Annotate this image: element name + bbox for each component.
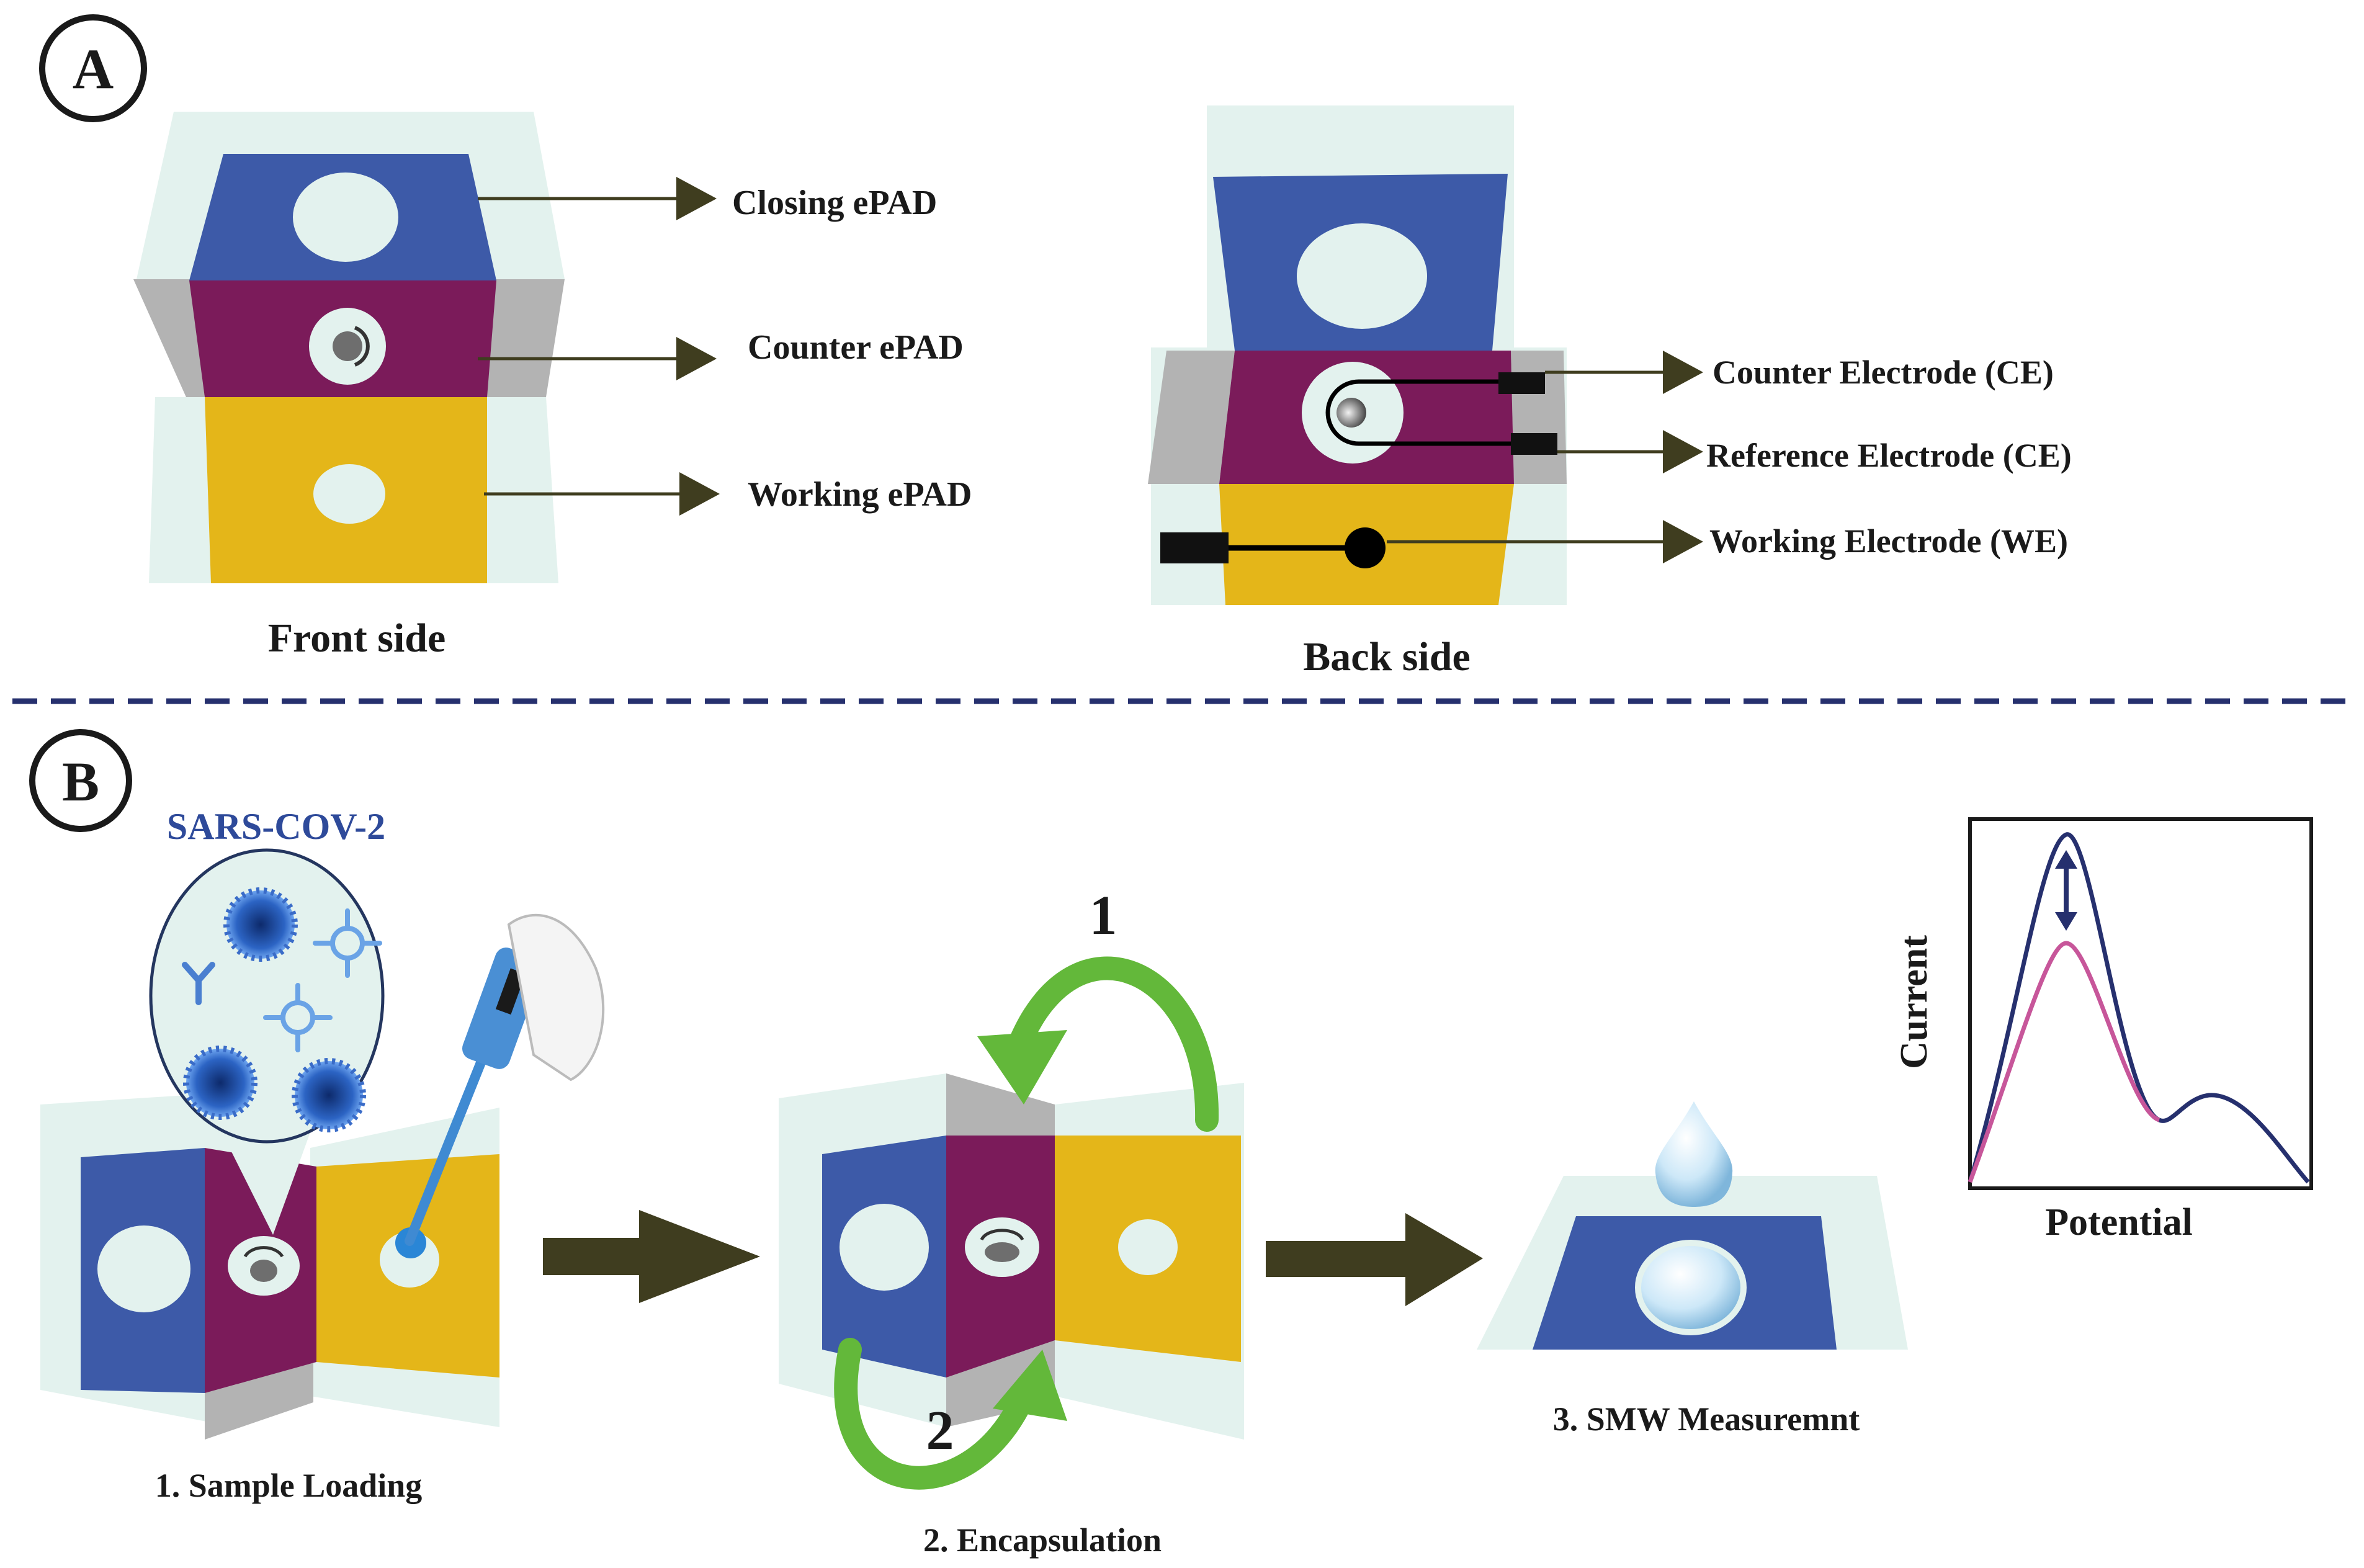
step2-caption: 2. Encapsulation (923, 1521, 1162, 1559)
step1-caption: 1. Sample Loading (155, 1467, 423, 1504)
counter-electrode-arc (354, 326, 370, 367)
counter-leader-arrow (676, 337, 717, 380)
sars-cov-2-label: SARS-COV-2 (167, 806, 385, 847)
back-blue-hole (1297, 223, 1427, 329)
working-electrode-label: Working Electrode (WE) (1709, 522, 2068, 560)
re-contact-pad (1511, 433, 1557, 455)
back-side-caption: Back side (1303, 634, 1471, 679)
process-arrow-1 (543, 1210, 760, 1303)
ce-contact-pad (1498, 372, 1545, 394)
working-leader-arrow (679, 472, 720, 516)
reference-electrode-dot (1336, 398, 1366, 428)
back-right-fold (1511, 351, 1567, 484)
closing-leader-arrow (676, 177, 717, 220)
panel-a-badge (39, 14, 147, 122)
fold-step-2-number: 2 (926, 1400, 954, 1461)
step2-electrode-dot (985, 1242, 1019, 1262)
step1-device (40, 1092, 499, 1440)
panel-b-badge-text: B (62, 751, 99, 813)
pipette-icon (405, 913, 605, 1246)
front-left-fold (133, 279, 205, 397)
water-drop-icon (1655, 1101, 1733, 1207)
step3-device (1477, 1101, 1908, 1350)
graph-xlabel: Potential (2045, 1201, 2193, 1243)
signal-curve-low (1968, 941, 2160, 1183)
reference-electrode-label: Reference Electrode (CE) (1706, 437, 2072, 474)
step2-device (779, 1073, 1244, 1440)
working-electrode-dot (1345, 527, 1386, 568)
front-side-device (133, 112, 565, 583)
step2-blue-hole (839, 1204, 929, 1291)
working-epad-label: Working ePAD (748, 475, 972, 514)
we-contact-pad (1160, 532, 1229, 563)
process-arrow-2 (1266, 1213, 1483, 1306)
re-leader-arrow (1663, 430, 1703, 473)
back-left-fold (1148, 351, 1235, 484)
step2-electrode-arc (980, 1229, 1024, 1241)
signal-change-arrow-up (2055, 850, 2077, 869)
step1-blue-hole (97, 1225, 190, 1312)
graph-frame (1968, 817, 2313, 1190)
closing-epad-hole (293, 172, 398, 262)
fold-step-1-number: 1 (1090, 885, 1117, 946)
step1-electrode-dot (250, 1260, 277, 1282)
step3-caption: 3. SMW Measuremnt (1553, 1400, 1860, 1438)
antibody-icon (182, 962, 215, 1005)
front-side-caption: Front side (268, 616, 446, 661)
voltammogram: Current Potential (1893, 817, 2313, 1243)
virus-magnifier (149, 848, 385, 1235)
fold-arrow-2 (834, 1338, 1067, 1490)
back-leaders (1387, 351, 1703, 563)
panel-b-badge (29, 729, 132, 832)
virus-particle (183, 1046, 257, 1120)
panel-a: A Closing ePAD Counter ePAD Wo (39, 14, 2072, 679)
front-right-fold (472, 279, 565, 397)
fold-arrow-1 (977, 956, 1219, 1132)
counter-epad-label: Counter ePAD (748, 328, 964, 367)
step2-yellow-hole (1118, 1219, 1178, 1275)
back-side-device (1148, 105, 1567, 605)
antibody-cluster-icon (263, 983, 333, 1052)
gloved-hand (507, 913, 605, 1082)
we-leader-arrow (1663, 520, 1703, 563)
front-leaders (478, 177, 720, 516)
signal-curve-high (1968, 832, 2310, 1184)
antibody-cluster-icon (313, 908, 382, 978)
ce-leader-arrow (1663, 351, 1703, 394)
signal-change-arrow-down (2055, 912, 2077, 931)
counter-electrode-label: Counter Electrode (CE) (1713, 354, 2054, 391)
electrode-traces (1325, 379, 1520, 446)
step2-top-fold (946, 1073, 1055, 1136)
virus-particle (223, 887, 298, 962)
graph-ylabel: Current (1893, 935, 1935, 1069)
panel-b: B SARS-COV-2 (29, 729, 2313, 1559)
step1-electrode-arc (243, 1246, 284, 1258)
panel-a-badge-text: A (73, 37, 114, 101)
working-epad-hole (313, 464, 385, 524)
step3-sample-well (1635, 1240, 1747, 1335)
virus-particle (292, 1058, 366, 1132)
closing-epad-label: Closing ePAD (732, 184, 937, 222)
counter-electrode-dot (333, 331, 362, 361)
